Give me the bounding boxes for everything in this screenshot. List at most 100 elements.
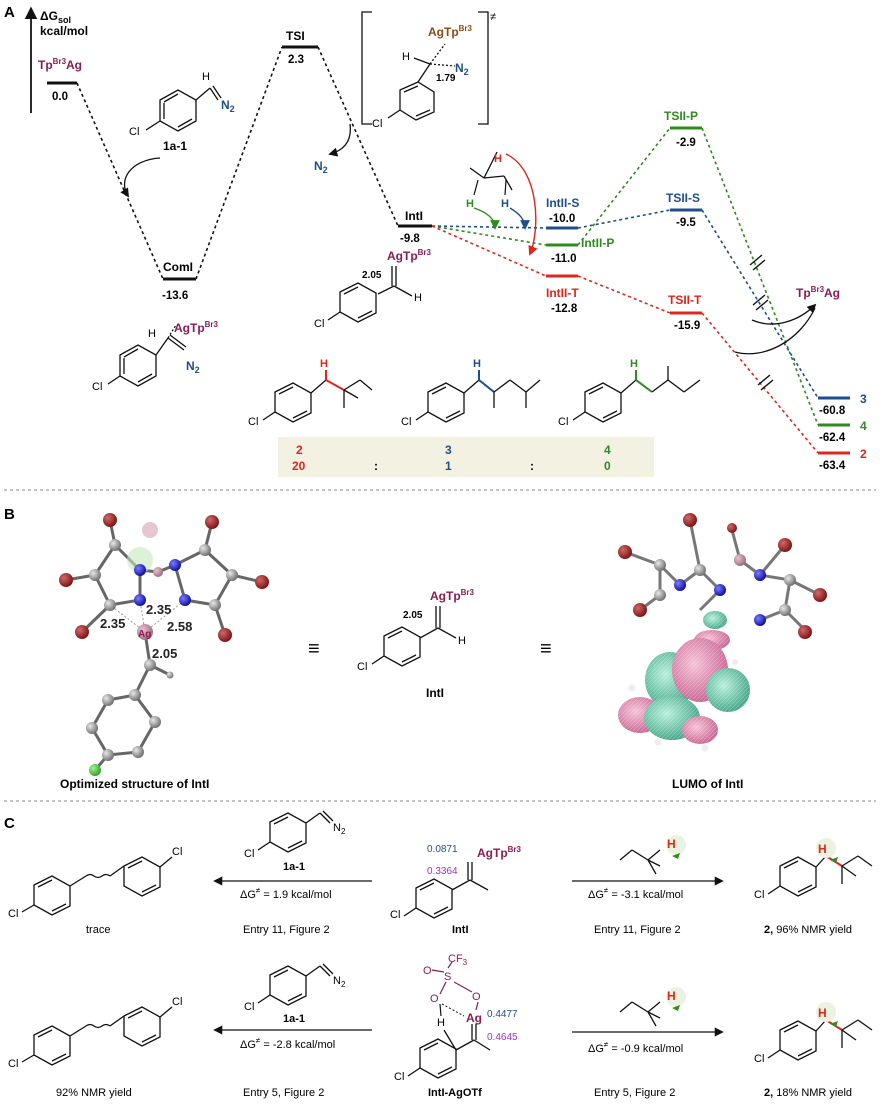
svg-text:1a-1: 1a-1 (283, 1013, 305, 1025)
svg-text:H: H (414, 292, 422, 304)
structure-intI: AgTpBr3 2.05 H Cl (314, 248, 432, 330)
svg-text:2: 2 (860, 447, 867, 461)
svg-text:ΔG≠ = -2.8 kcal/mol: ΔG≠ = -2.8 kcal/mol (240, 1036, 335, 1051)
panel-a-label: A (4, 4, 15, 21)
svg-text:H: H (202, 71, 210, 83)
svg-text:H: H (458, 635, 466, 647)
tpag-release: TpBr3Ag (734, 285, 840, 355)
svg-text:N2: N2 (221, 98, 235, 114)
svg-text:AgTpBr3: AgTpBr3 (477, 845, 522, 860)
svg-text:-10.0: -10.0 (549, 213, 575, 225)
svg-text:2.35: 2.35 (146, 602, 171, 617)
svg-text:0.3364: 0.3364 (427, 866, 458, 877)
svg-text:-9.8: -9.8 (400, 233, 420, 245)
level-intI: IntI -9.8 (398, 209, 432, 245)
axis-breaks (749, 254, 774, 391)
svg-text:H: H (402, 51, 410, 63)
svg-text:-15.9: -15.9 (674, 320, 700, 332)
svg-text:H: H (818, 1006, 827, 1020)
svg-text:2.58: 2.58 (167, 619, 192, 634)
svg-text:2: 2 (296, 443, 303, 457)
reagent-1a-1-row2 (257, 963, 334, 1006)
svg-text:-62.4: -62.4 (819, 432, 846, 444)
svg-text:3: 3 (445, 443, 452, 457)
svg-text:TpBr3Ag: TpBr3Ag (796, 285, 840, 300)
svg-text:4: 4 (860, 419, 867, 433)
svg-text:S: S (444, 971, 451, 983)
svg-text:N2: N2 (186, 359, 200, 375)
level-intII-S: IntII-S -10.0 (546, 196, 579, 230)
path-black (76, 46, 399, 280)
svg-text:TSII-P: TSII-P (664, 109, 698, 123)
svg-text:H: H (667, 989, 676, 1003)
svg-text:Cl: Cl (372, 118, 382, 130)
svg-text:Cl: Cl (248, 416, 258, 428)
panel-c-label: C (4, 815, 15, 832)
row-2: Cl Cl 92% NMR yield Cl N2 1a-1 ΔG≠ = -2.… (8, 953, 873, 1099)
center-intI-agotf: CF3 O S O O Ag H 0.4477 0.4645 (394, 953, 518, 1099)
svg-text:Entry 5, Figure 2: Entry 5, Figure 2 (243, 1087, 324, 1099)
level-tsII-S: TSII-S -9.5 (666, 191, 702, 229)
svg-text:Cl: Cl (129, 126, 139, 138)
svg-text:IntI: IntI (452, 924, 469, 936)
svg-text:Cl: Cl (92, 381, 102, 393)
level-intII-T: IntII-T -12.8 (546, 274, 579, 315)
ratio-box: 2 3 4 20 : 1 : 0 (278, 437, 654, 477)
row-1: Cl Cl trace Cl N2 1a-1 ΔG≠ = 1.9 kcal/mo… (8, 810, 873, 936)
svg-text:1a-1: 1a-1 (283, 861, 305, 873)
structure-product-3: H Cl (401, 358, 541, 428)
svg-text:-13.6: -13.6 (162, 290, 188, 302)
svg-text:Cl: Cl (172, 846, 182, 858)
svg-text:AgTpBr3: AgTpBr3 (428, 24, 473, 39)
svg-text:AgTpBr3: AgTpBr3 (430, 588, 475, 603)
svg-text:-12.8: -12.8 (551, 303, 578, 315)
level-prod-4: 4 -62.4 (818, 419, 867, 444)
product-2-row2: H Cl 2, 18% NMR yield (754, 1002, 873, 1099)
svg-text:3: 3 (860, 392, 867, 406)
svg-text:IntII-P: IntII-P (581, 236, 614, 250)
svg-text:2.05: 2.05 (362, 270, 382, 281)
svg-text:Cl: Cl (558, 416, 568, 428)
level-prod-2: 2 -63.4 (818, 447, 867, 472)
svg-text:Entry 5, Figure 2: Entry 5, Figure 2 (594, 1087, 675, 1099)
svg-text:H: H (148, 328, 156, 340)
svg-text:Cl: Cl (401, 416, 411, 428)
svg-text:ΔG≠ = 1.9 kcal/mol: ΔG≠ = 1.9 kcal/mol (240, 886, 332, 901)
caption-optimized: Optimized structure of IntI (60, 777, 209, 791)
svg-text:H: H (630, 358, 638, 370)
structure-ts-bracket: ≠ AgTpBr3 H N2 1.79 Cl (361, 11, 496, 130)
svg-text:Cl: Cl (244, 848, 254, 860)
svg-text:Cl: Cl (172, 996, 182, 1008)
svg-text:N2: N2 (333, 822, 346, 836)
panel-b: B (4, 506, 827, 791)
svg-text:O: O (423, 965, 432, 977)
svg-text:0.0: 0.0 (52, 91, 68, 103)
svg-text:-60.8: -60.8 (819, 405, 846, 417)
svg-text:AgTpBr3: AgTpBr3 (387, 248, 432, 263)
panel-a: A ΔGsol kcal/mol TpBr3Ag 0.0 ComI -13.6 … (4, 4, 867, 477)
center-intI-row1: 0.0871 AgTpBr3 0.3364 Cl IntI (390, 844, 522, 936)
svg-text::: : (374, 459, 378, 473)
svg-text:-63.4: -63.4 (819, 460, 846, 472)
level-comI: ComI -13.6 (162, 260, 196, 302)
isopentane-row2: H (619, 987, 686, 1027)
svg-text:N2: N2 (333, 975, 346, 989)
svg-text:TSI: TSI (286, 29, 305, 43)
structure-intI-center: AgTpBr3 2.05 H Cl IntI (357, 588, 475, 700)
lumo-structure (618, 513, 827, 752)
svg-text:Entry 11, Figure 2: Entry 11, Figure 2 (243, 924, 330, 936)
path-red (431, 225, 819, 454)
svg-text:0.4645: 0.4645 (487, 1032, 518, 1043)
isopentane-row1: H (619, 835, 686, 875)
svg-text:2.3: 2.3 (288, 54, 304, 66)
y-axis-unit: kcal/mol (40, 24, 88, 38)
svg-text:2, 18% NMR yield: 2, 18% NMR yield (764, 1087, 852, 1099)
svg-text:N2: N2 (455, 61, 469, 77)
structure-1a-1 (145, 85, 222, 132)
path-green (431, 127, 819, 426)
svg-text:2.05: 2.05 (152, 646, 177, 661)
level-tsI: TSI 2.3 (282, 29, 318, 66)
svg-text:IntII-T: IntII-T (546, 286, 579, 300)
svg-text:0.4477: 0.4477 (487, 1009, 518, 1020)
